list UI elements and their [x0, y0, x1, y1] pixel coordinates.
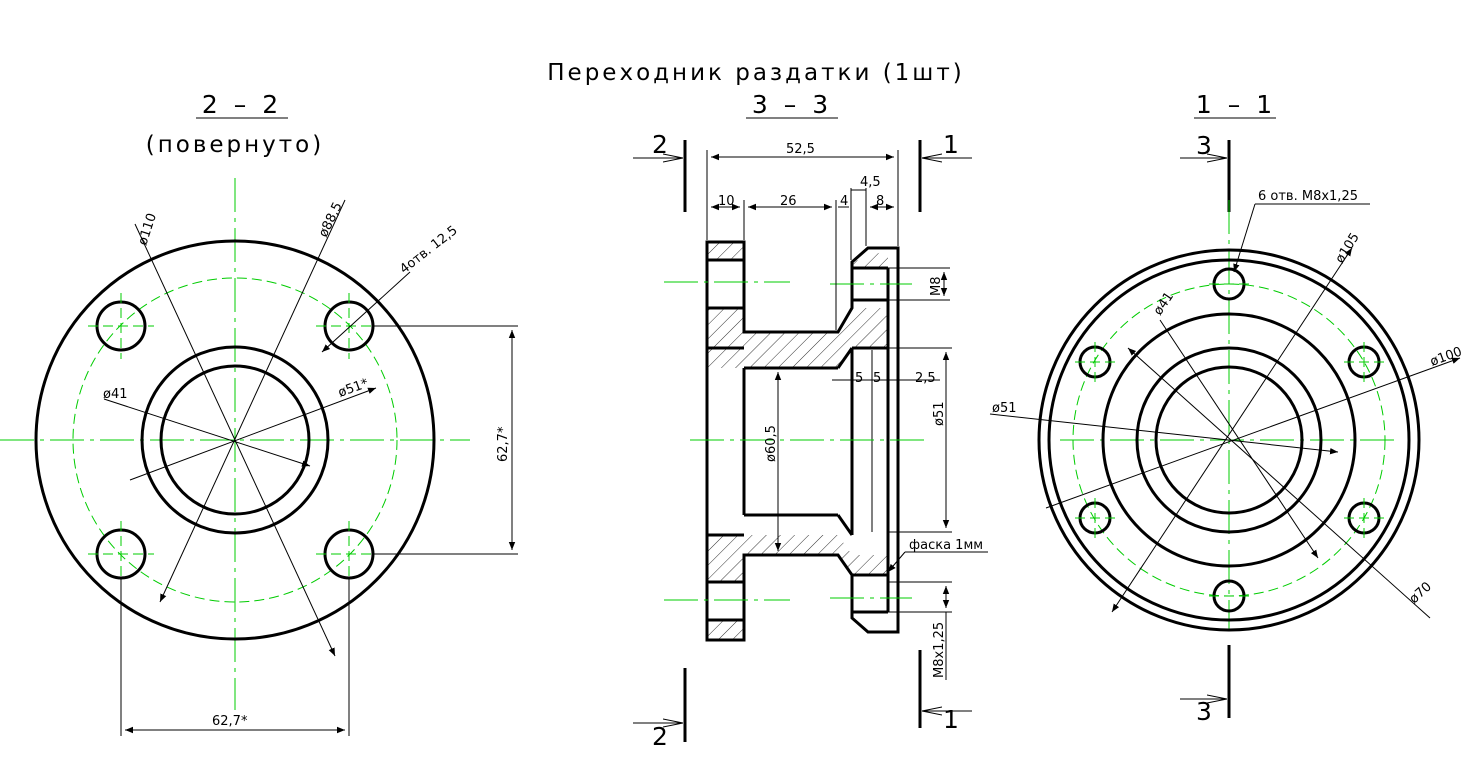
left-bore-circle	[159, 364, 311, 516]
mark-1-top: 1	[943, 130, 963, 159]
right-dim-d51: ø51	[992, 401, 1017, 416]
mid-dim-d51: ø51	[932, 402, 947, 427]
left-dim-d885: ø88,5	[316, 200, 346, 240]
left-view: ø110 ø88,5 4отв. 12,5 ø41 ø51* 62,7* 62,…	[0, 178, 518, 736]
mark-2-top: 2	[652, 130, 672, 159]
middle-view: 52,5 10 26 4 4,5 8 M8 5 5 2,5 ø60,5 ø51	[664, 142, 988, 680]
view-title-middle: 3 – 3	[752, 90, 832, 119]
mark-3-top: 3	[1196, 131, 1216, 160]
drawing-title: Переходник раздатки (1шт)	[547, 60, 964, 86]
mid-note-chamfer: фаска 1мм	[909, 538, 983, 553]
left-dim-d51: ø51*	[336, 376, 371, 401]
left-bolt-circle	[72, 277, 398, 603]
right-dim-d70: ø70	[1407, 579, 1435, 607]
mid-dim-m8x125: M8x1,25	[932, 622, 947, 678]
mark-3-bottom: 3	[1196, 697, 1216, 726]
mid-dim-total: 52,5	[786, 142, 815, 157]
right-dim-holes: 6 отв. M8x1,25	[1258, 189, 1358, 204]
mid-dim-m8: M8	[929, 277, 944, 297]
mid-dim-5b: 5	[873, 371, 881, 386]
left-dim-h627: 62,7*	[212, 714, 248, 729]
mid-dim-10: 10	[718, 194, 735, 209]
right-view: 6 отв. M8x1,25 ø105 ø41 ø100 ø51 ø70	[989, 189, 1464, 632]
mark-2-bottom: 2	[652, 722, 672, 751]
right-dim-d105: ø105	[1333, 230, 1363, 266]
left-hub-circle	[140, 345, 330, 535]
view-title-right: 1 – 1	[1196, 90, 1276, 119]
mid-dim-4: 4	[840, 194, 848, 209]
mid-dim-8: 8	[876, 194, 884, 209]
left-dim-d110: ø110	[136, 211, 160, 247]
left-dim-v627: 62,7*	[496, 426, 511, 462]
right-dim-d100: ø100	[1428, 344, 1464, 369]
mid-dim-d605: ø60,5	[764, 425, 779, 462]
mark-1-bottom: 1	[943, 705, 963, 734]
mid-dim-45: 4,5	[860, 175, 881, 190]
section-marks: 2 2 1 1 3 3	[633, 130, 1231, 751]
view-note-left: (повернуто)	[146, 132, 324, 158]
mid-dim-26: 26	[780, 194, 797, 209]
left-dim-holes: 4отв. 12,5	[397, 223, 460, 277]
left-dim-d41: ø41	[103, 387, 128, 402]
mid-dim-25: 2,5	[915, 371, 936, 386]
view-title-left: 2 – 2	[202, 90, 282, 119]
mid-dim-5a: 5	[855, 371, 863, 386]
left-outer-circle	[34, 239, 436, 641]
